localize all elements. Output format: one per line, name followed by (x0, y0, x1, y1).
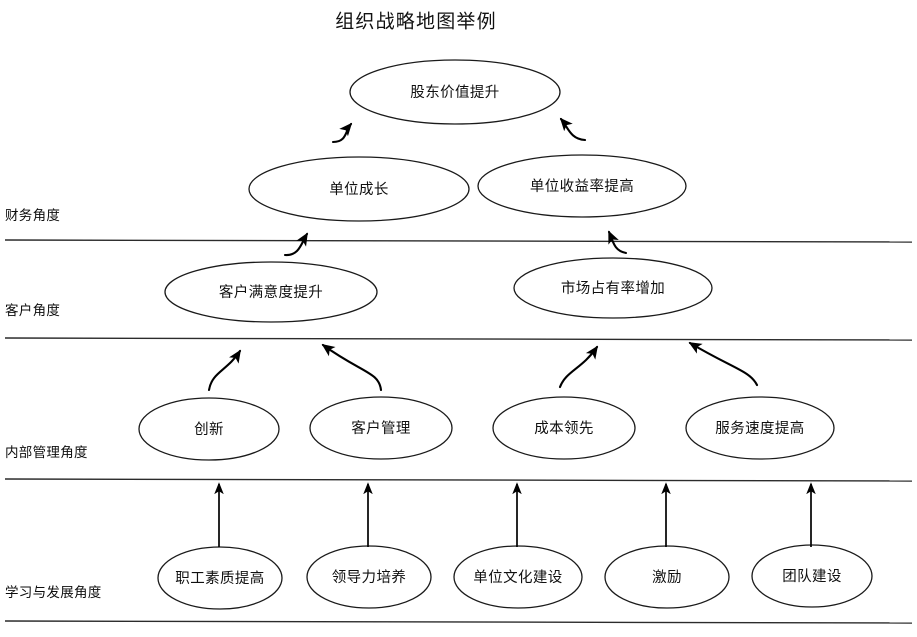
node-shape (138, 397, 280, 461)
node-label: 职工素质提高 (175, 570, 264, 587)
perspective-label-customer: 客户角度 (5, 302, 60, 319)
node-shareholder-value[interactable]: 股东价值提升 (349, 59, 561, 125)
divider-internal (4, 478, 913, 482)
arrow-profit-rate-to-shareholder (559, 117, 587, 142)
node-shape (513, 257, 713, 319)
node-culture-building[interactable]: 单位文化建设 (453, 545, 583, 609)
node-label: 市场占有率增加 (561, 280, 665, 297)
divider-financial (4, 239, 913, 243)
arrow-satisfaction-to-unit-growth (283, 232, 309, 257)
node-label: 客户管理 (351, 420, 411, 437)
node-shape (685, 396, 835, 460)
node-shape (453, 545, 583, 609)
node-label: 成本领先 (534, 420, 594, 437)
node-shape (164, 261, 378, 323)
node-team-building[interactable]: 团队建设 (751, 544, 873, 608)
node-leadership-development[interactable]: 领导力培养 (306, 545, 432, 609)
arrow-cust-mgmt-to-satisfaction (321, 343, 383, 392)
node-label: 客户满意度提升 (219, 283, 323, 301)
node-cost-leadership[interactable]: 成本领先 (492, 396, 636, 460)
node-label: 单位收益率提高 (530, 178, 634, 195)
node-shape (349, 59, 561, 125)
node-shape (157, 546, 283, 610)
node-unit-profit-rate[interactable]: 单位收益率提高 (477, 154, 687, 218)
node-shape (309, 396, 453, 460)
arrow-unit-growth-to-shareholder (331, 122, 353, 144)
node-staff-quality[interactable]: 职工素质提高 (157, 546, 283, 610)
node-label: 单位成长 (329, 181, 389, 198)
arrow-innovation-to-satisfaction (207, 349, 242, 392)
page-title: 组织战略地图举例 (335, 11, 497, 33)
node-shape (604, 545, 730, 609)
node-label: 激励 (652, 569, 682, 586)
node-customer-management[interactable]: 客户管理 (309, 396, 453, 460)
arrow-cost-leadership-to-market-share (558, 345, 599, 389)
divider-learning (4, 620, 913, 624)
perspective-label-learning: 学习与发展角度 (5, 585, 102, 601)
node-label: 单位文化建设 (473, 569, 562, 586)
node-customer-satisfaction[interactable]: 客户满意度提升 (164, 261, 378, 323)
node-label: 创新 (194, 421, 224, 438)
node-label: 服务速度提高 (715, 420, 804, 437)
node-unit-growth[interactable]: 单位成长 (248, 156, 470, 222)
node-shape (306, 545, 432, 609)
node-shape (477, 154, 687, 218)
arrow-service-speed-to-market-share (688, 341, 759, 387)
node-label: 股东价值提升 (410, 84, 499, 101)
node-shape (751, 544, 873, 608)
node-label: 团队建设 (782, 568, 842, 585)
node-label: 领导力培养 (332, 569, 407, 586)
divider-customer (4, 337, 913, 341)
node-market-share[interactable]: 市场占有率增加 (513, 257, 713, 319)
node-shape (248, 156, 470, 222)
node-incentive[interactable]: 激励 (604, 545, 730, 609)
node-shape (492, 396, 636, 460)
arrow-market-share-to-profit-rate (607, 230, 628, 255)
perspective-label-financial: 财务角度 (5, 208, 60, 224)
perspective-label-internal: 内部管理角度 (5, 445, 88, 461)
node-service-speed[interactable]: 服务速度提高 (685, 396, 835, 460)
node-innovation[interactable]: 创新 (138, 397, 280, 461)
